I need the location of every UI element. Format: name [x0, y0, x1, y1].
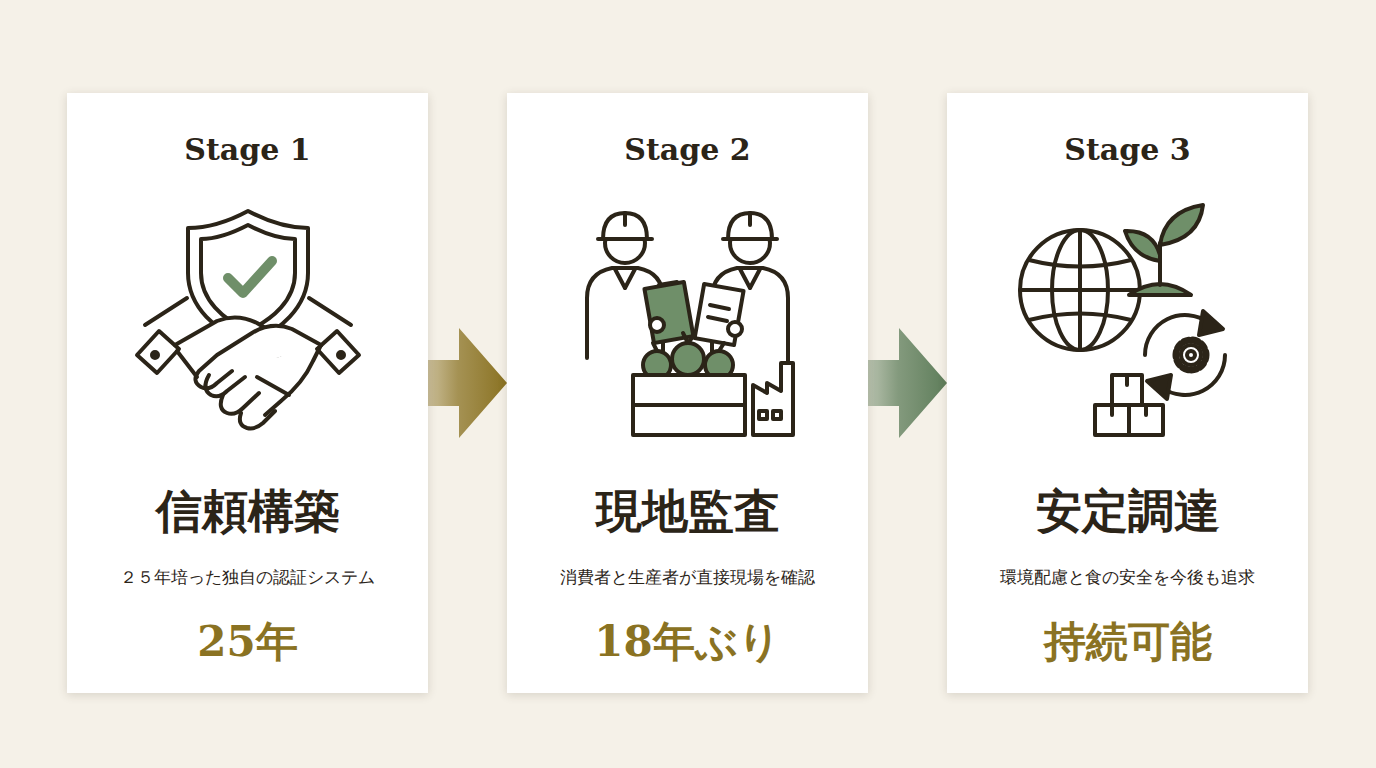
stage-card: Stage 2 現地監査消費者と生産者が直接現場を確認 18年ぶり: [507, 93, 868, 693]
stage-title: 安定調達: [1036, 484, 1220, 539]
stage-metric: 18年ぶり: [594, 617, 780, 667]
stage-description: 環境配慮と食の安全を今後も追求: [1000, 567, 1255, 587]
stage-metric: 25年: [197, 617, 297, 667]
sustain-icon: [947, 93, 1308, 693]
flow-arrow: [428, 328, 507, 438]
audit-icon: [507, 93, 868, 693]
stage-metric: 持続可能: [1044, 617, 1212, 667]
trust-icon: [67, 93, 428, 693]
stage-label: Stage 3: [1064, 132, 1190, 168]
stage-title: 現地監査: [596, 484, 780, 539]
stage-label: Stage 1: [184, 132, 310, 168]
stage-card: Stage 3 安定調達環境配慮と食の安全を今後も追求持続可能: [947, 93, 1308, 693]
stage-description: 消費者と生産者が直接現場を確認: [560, 567, 815, 587]
stage-card: Stage 1 信頼構築 ２５年培った独自の認証システム 25年: [67, 93, 428, 693]
stage-label: Stage 2: [624, 132, 750, 168]
stage-description: ２５年培った独自の認証システム: [120, 567, 375, 587]
flow-arrow: [868, 328, 947, 438]
stage-title: 信頼構築: [156, 484, 340, 539]
